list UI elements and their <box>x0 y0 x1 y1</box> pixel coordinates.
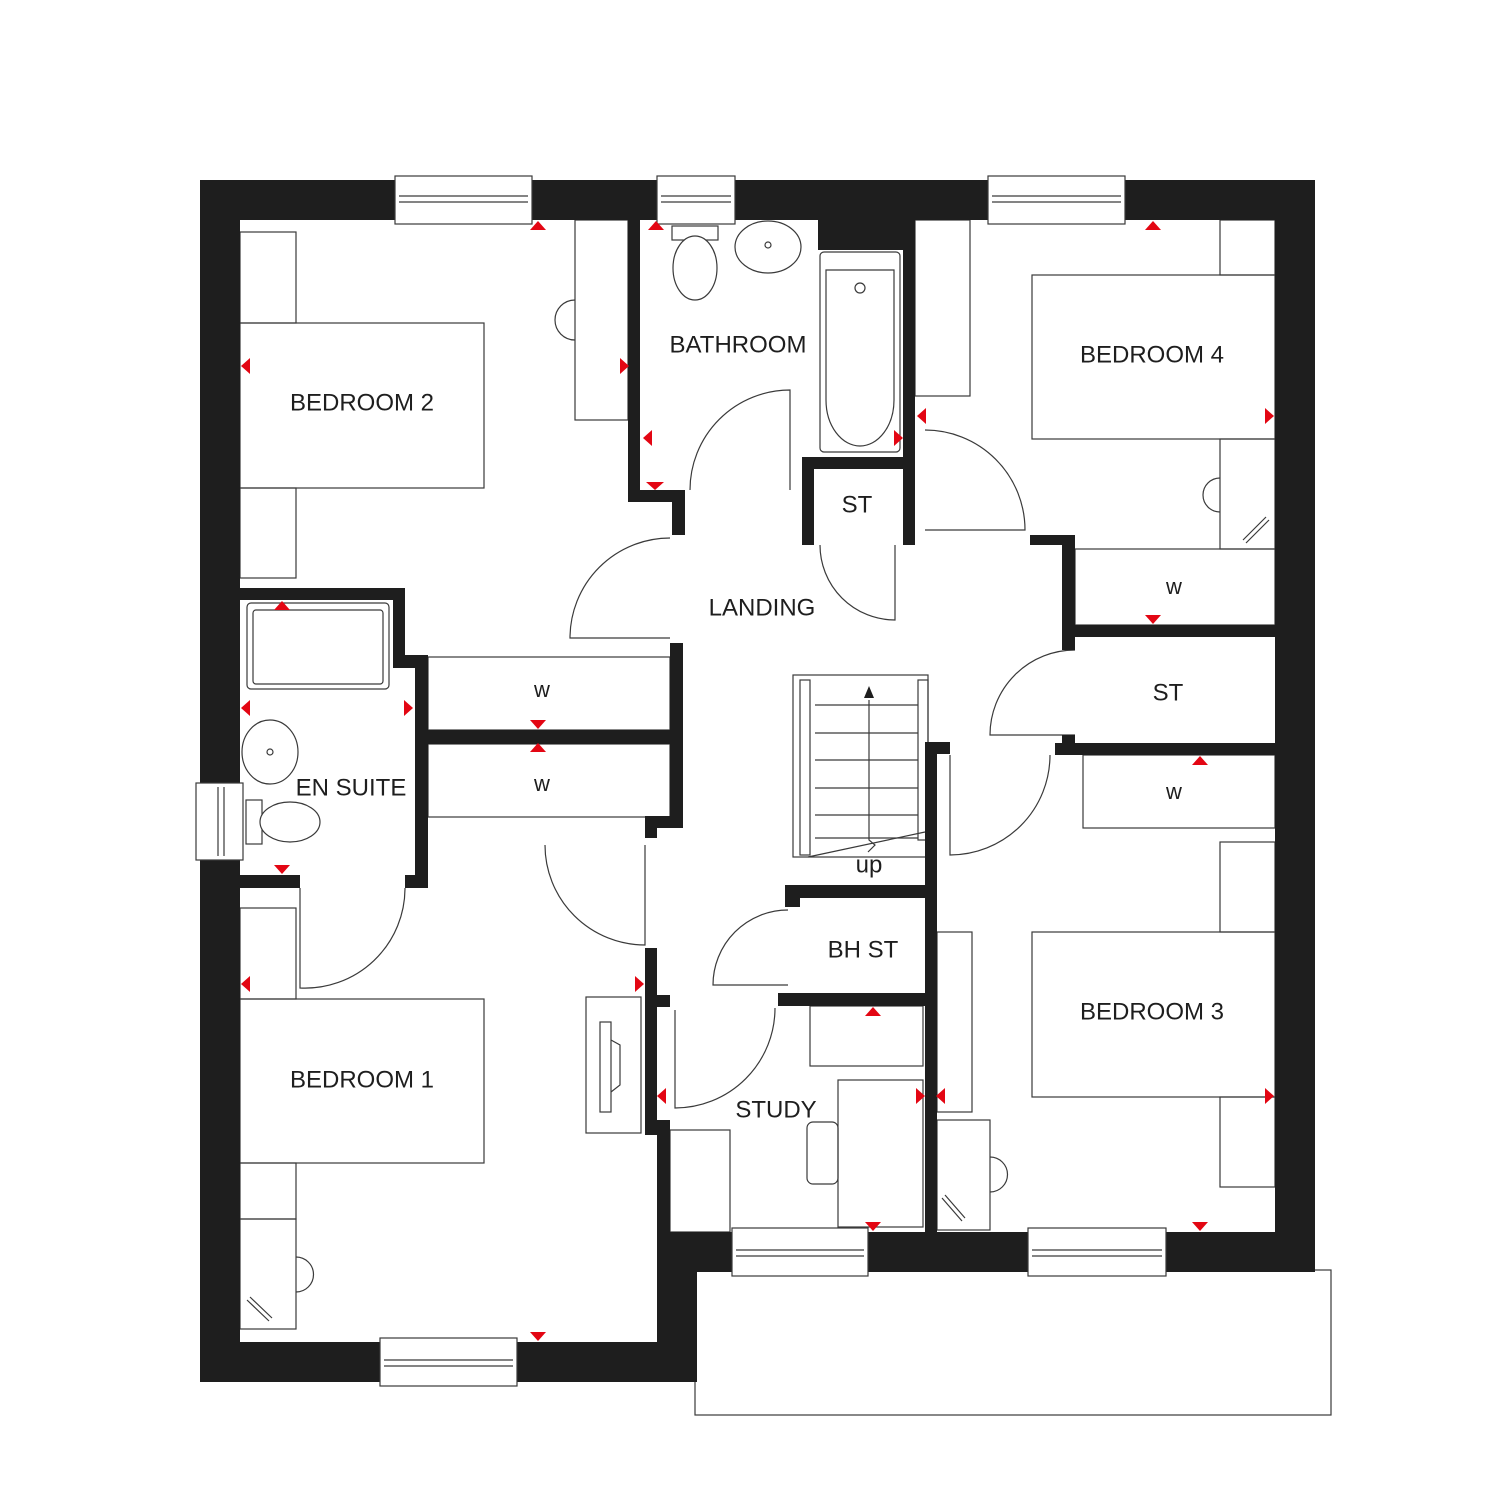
label-bathroom: BATHROOM <box>670 331 807 358</box>
basin-bathroom <box>734 220 802 274</box>
label-bh-store: BH ST <box>828 936 899 963</box>
label-store-right: ST <box>1153 679 1184 706</box>
label-store-top: ST <box>842 491 873 518</box>
external-walls <box>200 180 1315 1382</box>
label-wardrobe-b: w <box>533 771 550 796</box>
wardrobe-bedroom2 <box>574 219 629 421</box>
label-bedroom-3: BEDROOM 3 <box>1080 998 1224 1025</box>
label-study: STUDY <box>735 1096 816 1123</box>
label-wardrobe-a: w <box>533 677 550 702</box>
toilet-bathroom <box>672 235 718 301</box>
windows <box>195 175 1167 1387</box>
doors <box>299 389 1076 1109</box>
toilet-ensuite <box>259 801 321 843</box>
label-bedroom-2: BEDROOM 2 <box>290 389 434 416</box>
electrical-sockets <box>241 221 1274 1341</box>
label-bedroom-4: BEDROOM 4 <box>1080 341 1224 368</box>
internal-walls <box>240 220 1275 1232</box>
room-labels: BEDROOM 2 BATHROOM BEDROOM 4 ST LANDING … <box>290 331 1224 1123</box>
basin-ensuite <box>241 719 299 785</box>
desk-study <box>837 1079 924 1228</box>
bath <box>819 251 901 453</box>
staircase <box>792 674 929 858</box>
balcony-outline <box>694 1269 1332 1416</box>
label-wardrobe-c: w <box>1165 574 1182 599</box>
label-landing: LANDING <box>709 594 816 621</box>
label-wardrobe-d: w <box>1165 779 1182 804</box>
label-en-suite: EN SUITE <box>296 774 407 801</box>
shower-tray <box>246 602 390 690</box>
label-stairs-up: up <box>856 851 883 878</box>
label-bedroom-1: BEDROOM 1 <box>290 1066 434 1093</box>
